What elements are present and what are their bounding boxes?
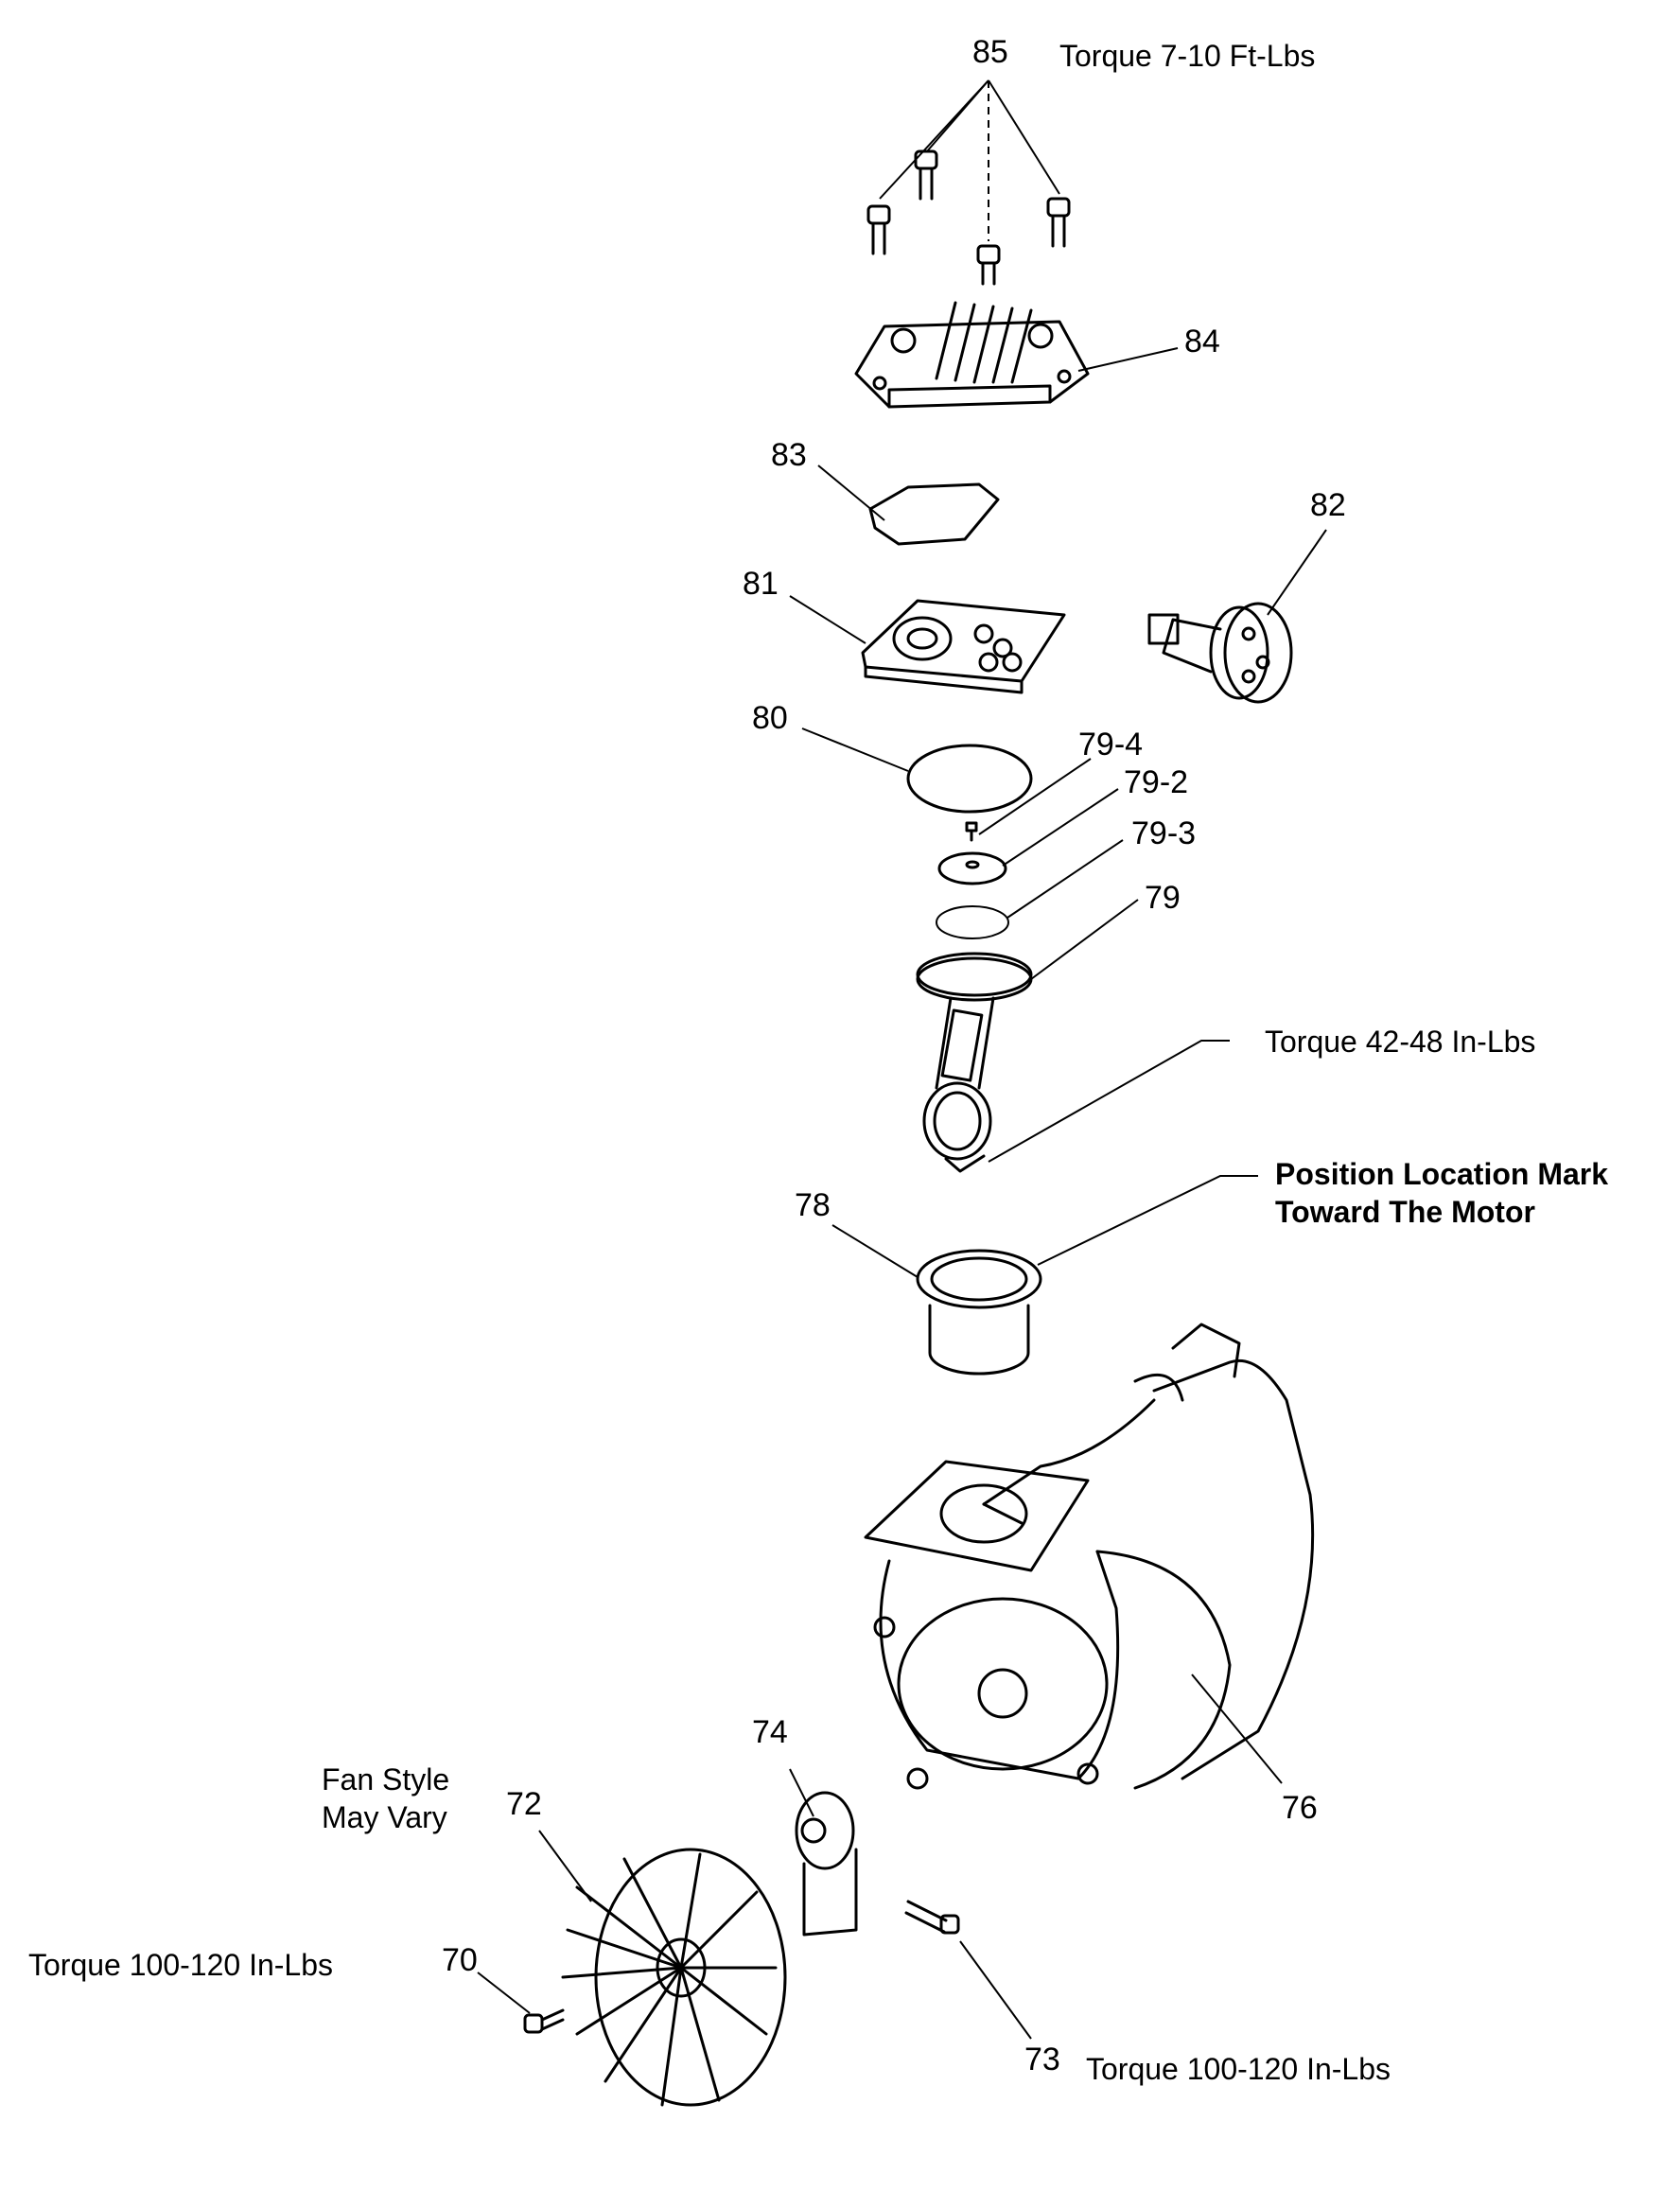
callout-82: 82 bbox=[1310, 487, 1346, 523]
part-80-o-ring bbox=[906, 744, 1033, 814]
callout-79-3: 79-3 bbox=[1131, 815, 1197, 851]
callout-73: 73 bbox=[1024, 2042, 1060, 2077]
callout-83: 83 bbox=[771, 437, 807, 473]
callout-80: 80 bbox=[752, 700, 788, 736]
part-79-2-retainer bbox=[937, 851, 1007, 885]
callout-85: 85 bbox=[972, 34, 1008, 70]
part-79-connecting-rod bbox=[916, 952, 1033, 1173]
part-81-valve-plate bbox=[861, 599, 1066, 694]
part-82-assembly bbox=[1147, 602, 1293, 704]
note-torque-73: Torque 100-120 In-Lbs bbox=[1086, 2052, 1391, 2086]
callout-84: 84 bbox=[1184, 324, 1220, 359]
part-85-bolts bbox=[866, 79, 1071, 286]
note-fan-line2: May Vary bbox=[322, 1800, 447, 1834]
callout-79: 79 bbox=[1145, 880, 1181, 916]
callout-81: 81 bbox=[743, 566, 779, 602]
part-70-bolt bbox=[523, 2008, 565, 2034]
part-74-eccentric bbox=[795, 1791, 858, 1937]
callout-79-2: 79-2 bbox=[1124, 764, 1189, 800]
callout-78: 78 bbox=[795, 1187, 831, 1223]
callout-79-4: 79-4 bbox=[1078, 727, 1144, 762]
note-position-line1: Position Location Mark bbox=[1275, 1157, 1609, 1191]
note-torque-rod: Torque 42-48 In-Lbs bbox=[1265, 1025, 1536, 1059]
note-torque-85: Torque 7-10 Ft-Lbs bbox=[1059, 39, 1316, 73]
part-76-motor bbox=[864, 1323, 1315, 1790]
note-torque-70: Torque 100-120 In-Lbs bbox=[28, 1948, 333, 1982]
part-73-screw bbox=[904, 1900, 960, 1935]
part-79-4-screw bbox=[965, 821, 978, 842]
part-72-fan bbox=[561, 1848, 787, 2107]
part-78-cylinder-sleeve bbox=[916, 1249, 1042, 1376]
part-84-cylinder-head bbox=[854, 301, 1090, 409]
callout-70: 70 bbox=[442, 1942, 478, 1978]
callout-76: 76 bbox=[1282, 1790, 1318, 1826]
callout-74: 74 bbox=[752, 1714, 788, 1750]
note-fan-line1: Fan Style bbox=[322, 1762, 450, 1797]
note-position-line2: Toward The Motor bbox=[1275, 1195, 1535, 1229]
callout-72: 72 bbox=[506, 1786, 542, 1822]
part-79-3-cup bbox=[936, 905, 1009, 939]
part-83-gasket bbox=[868, 482, 1000, 546]
